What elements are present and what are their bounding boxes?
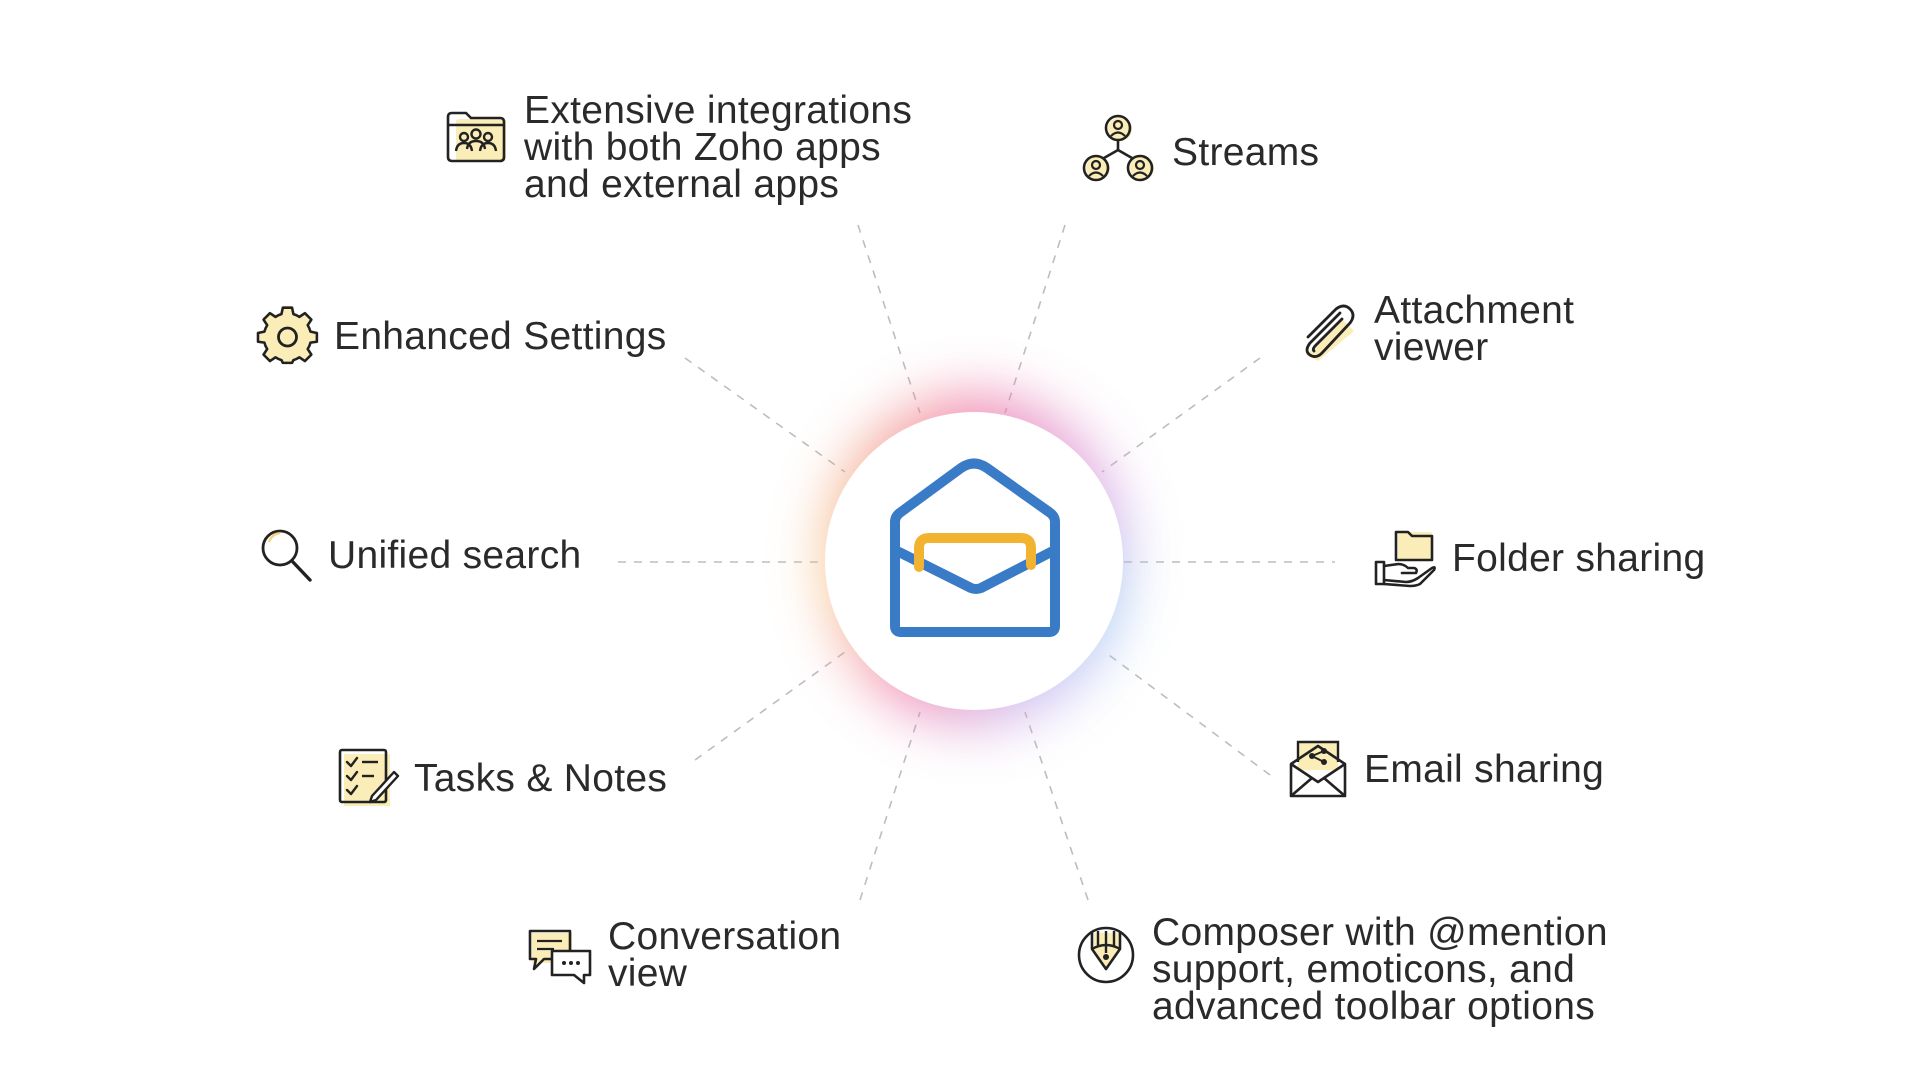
feature-search: Unified search: [258, 524, 582, 586]
paperclip-icon: [1305, 304, 1355, 361]
magnifier-icon: [261, 529, 312, 582]
attachment-label: Attachment viewer: [1374, 289, 1575, 369]
email-sharing-label: Email sharing: [1364, 747, 1605, 791]
envelope-share-icon: [1289, 740, 1347, 798]
conversation-label: Conversation view: [608, 915, 842, 995]
feature-conversation: Conversation view: [526, 917, 841, 993]
feature-folder-sharing: Folder sharing: [1372, 526, 1706, 590]
tasks-label: Tasks & Notes: [414, 756, 668, 800]
connector-email-sharing: [1104, 651, 1271, 776]
connector-settings: [684, 357, 846, 473]
feature-attachment: Attachment viewer: [1296, 291, 1574, 367]
team-folder-icon: [446, 111, 506, 162]
gear-icon: [256, 305, 319, 365]
checklist-icon: [338, 748, 400, 806]
integrations-label: Extensive integrations with both Zoho ap…: [524, 89, 913, 206]
search-label: Unified search: [328, 533, 582, 577]
feature-composer: Composer with @mention support, emoticon…: [1076, 913, 1608, 1026]
feature-tasks: Tasks & Notes: [338, 748, 667, 808]
chat-bubbles-icon: [528, 929, 592, 985]
feature-email-sharing: Email sharing: [1288, 740, 1604, 798]
zoho-mail-envelope-icon: [890, 458, 1060, 637]
people-network-icon: [1082, 114, 1154, 182]
feature-integrations: Extensive integrations with both Zoho ap…: [444, 91, 912, 204]
connector-composer: [1024, 711, 1089, 901]
feature-streams: Streams: [1082, 114, 1319, 190]
settings-label: Enhanced Settings: [334, 314, 667, 358]
connector-streams: [1004, 224, 1066, 414]
pen-nib-icon: [1077, 926, 1135, 983]
composer-label: Composer with @mention support, emoticon…: [1152, 911, 1608, 1028]
streams-label: Streams: [1172, 130, 1320, 174]
connector-tasks: [694, 651, 846, 761]
connector-integrations: [857, 224, 921, 414]
folder-sharing-label: Folder sharing: [1452, 536, 1706, 580]
connector-attachment: [1101, 357, 1261, 473]
hub-circle: [825, 412, 1123, 710]
feature-settings: Enhanced Settings: [256, 304, 667, 368]
connector-conversation: [859, 711, 921, 901]
folder-hand-icon: [1374, 530, 1436, 588]
